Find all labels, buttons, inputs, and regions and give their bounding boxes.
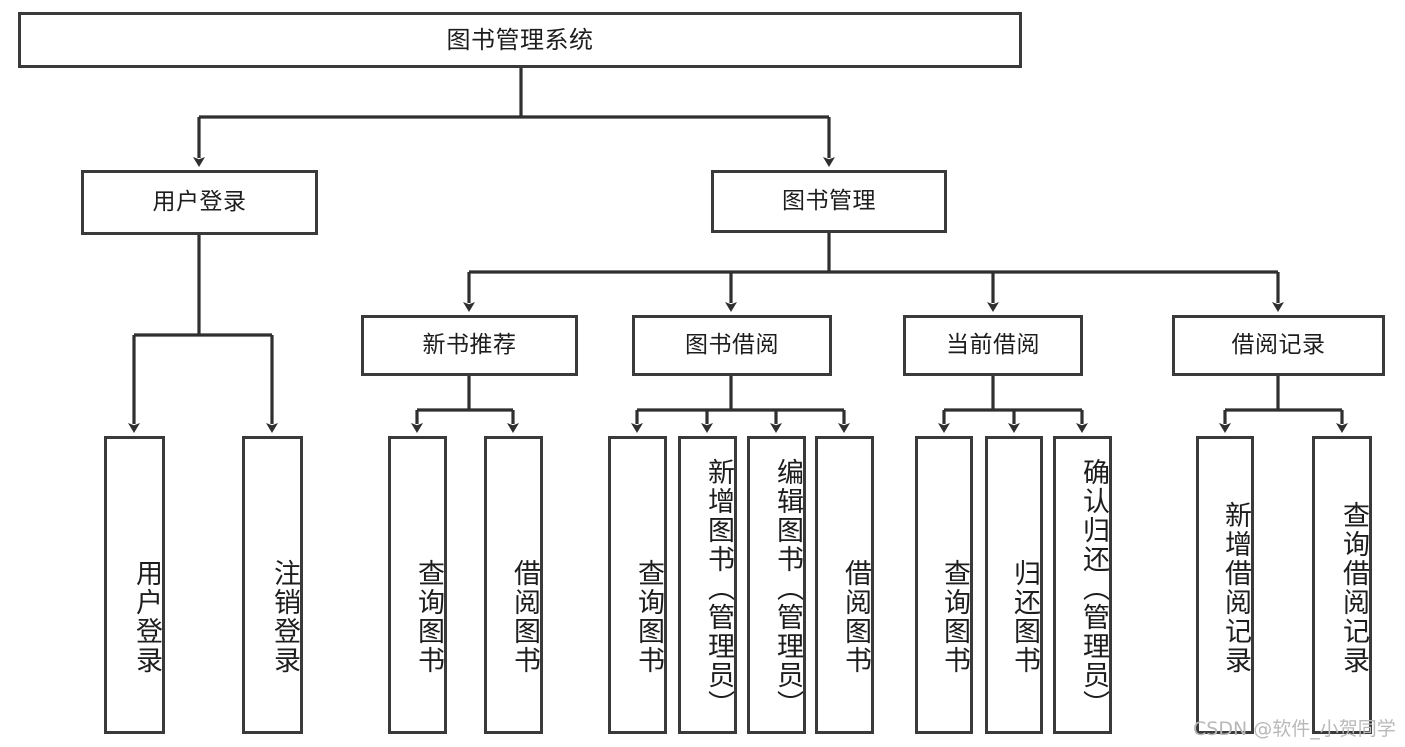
node-label: 查询图书: [939, 559, 970, 675]
leaf-new-book-query[interactable]: 查询图书: [388, 436, 447, 734]
node-label: 借阅图书: [840, 559, 871, 675]
leaf-current-borrow-return[interactable]: 归还图书: [985, 436, 1043, 734]
leaf-user-login-login[interactable]: 用户登录: [104, 436, 165, 734]
node-label: 图书借阅: [685, 331, 779, 358]
node-user-login[interactable]: 用户登录: [81, 170, 318, 235]
node-label: 新书推荐: [422, 331, 517, 358]
node-root-system[interactable]: 图书管理系统: [18, 12, 1022, 68]
leaf-book-borrow-query[interactable]: 查询图书: [608, 436, 667, 734]
node-label: 查询图书: [633, 559, 664, 675]
leaf-user-login-logout[interactable]: 注销登录: [242, 436, 303, 734]
node-new-book-recommend[interactable]: 新书推荐: [361, 315, 578, 376]
leaf-borrow-record-add[interactable]: 新增借阅记录: [1196, 436, 1254, 734]
node-current-borrow[interactable]: 当前借阅: [903, 315, 1083, 376]
node-label: 编辑图书（管理员）: [772, 457, 803, 719]
node-book-borrow[interactable]: 图书借阅: [632, 315, 832, 376]
node-label: 当前借阅: [946, 331, 1040, 358]
leaf-current-borrow-confirm-return[interactable]: 确认归还（管理员）: [1053, 436, 1112, 734]
leaf-borrow-record-query[interactable]: 查询借阅记录: [1312, 436, 1372, 734]
node-label: 新增图书（管理员）: [703, 457, 734, 719]
node-label: 用户登录: [131, 559, 162, 675]
node-label: 图书管理系统: [446, 25, 594, 54]
node-label: 查询图书: [413, 559, 444, 675]
node-label: 图书管理: [782, 187, 876, 214]
leaf-book-borrow-add[interactable]: 新增图书（管理员）: [678, 436, 737, 734]
node-label: 借阅图书: [509, 559, 540, 675]
node-label: 确认归还（管理员）: [1078, 457, 1109, 719]
node-label: 归还图书: [1009, 559, 1040, 675]
node-label: 借阅记录: [1231, 331, 1326, 358]
leaf-new-book-borrow[interactable]: 借阅图书: [484, 436, 543, 734]
node-label: 查询借阅记录: [1338, 501, 1369, 675]
leaf-book-borrow-edit[interactable]: 编辑图书（管理员）: [747, 436, 806, 734]
node-borrow-record[interactable]: 借阅记录: [1172, 315, 1385, 376]
node-book-management[interactable]: 图书管理: [711, 170, 947, 233]
node-label: 注销登录: [269, 559, 300, 675]
leaf-book-borrow-borrow[interactable]: 借阅图书: [815, 436, 874, 734]
watermark-text: CSDN @软件_小贺同学: [1193, 718, 1396, 740]
node-label: 新增借阅记录: [1220, 501, 1251, 675]
leaf-current-borrow-query[interactable]: 查询图书: [915, 436, 973, 734]
node-label: 用户登录: [152, 188, 247, 215]
